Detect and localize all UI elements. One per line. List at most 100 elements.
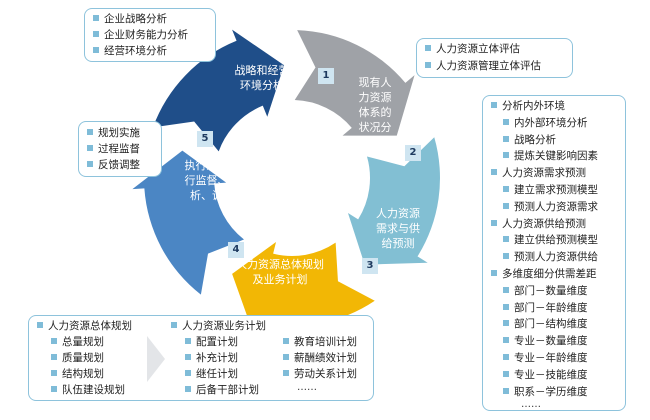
cycle-step-label: 战略和经营 环境分析	[234, 64, 290, 92]
overall-plan-title: 人力资源总体规划	[37, 319, 132, 333]
list-item: 预测人力资源供给	[503, 250, 598, 264]
bullet-icon	[283, 354, 289, 360]
cycle-segment-1	[152, 29, 285, 152]
cycle-step-label: 执行过程进 行监督、分 析、调整	[184, 158, 240, 202]
list-item: 战略分析	[503, 133, 556, 147]
bullet-icon	[185, 338, 191, 344]
list-item: 人力资源管理立体评估	[425, 59, 541, 73]
bullet-icon	[503, 236, 509, 243]
bullet-icon	[491, 219, 497, 226]
forecast-group-title: 分析内外环境	[491, 99, 565, 113]
bullet-icon	[491, 169, 497, 176]
list-item: 预测人力资源需求	[503, 200, 598, 214]
cycle-segment-2	[294, 30, 415, 136]
list-item: 配置计划	[185, 335, 238, 349]
bullet-icon	[503, 186, 509, 192]
step-number-badge: 4	[228, 242, 244, 258]
list-item: 专业－技能维度	[503, 368, 588, 382]
bullet-icon	[491, 102, 497, 108]
bullet-icon	[185, 386, 191, 392]
list-item: 规划实施	[87, 126, 140, 140]
bullet-icon	[503, 135, 509, 142]
cycle-segment-3	[347, 137, 440, 265]
bullet-icon	[51, 354, 57, 360]
forecast-group-title: 多维度细分供需差距	[491, 267, 597, 281]
step-number-badge: 1	[318, 68, 334, 84]
list-item: 建立供给预测模型	[503, 233, 598, 247]
list-item: 专业－数量维度	[503, 334, 588, 348]
list-item: 人力资源立体评估	[425, 42, 520, 56]
bullet-icon	[283, 370, 289, 376]
list-item: 部门－数量维度	[503, 284, 588, 298]
business-plan-title: 人力资源业务计划	[171, 319, 266, 333]
bullet-icon	[491, 270, 497, 276]
bullet-icon	[503, 253, 509, 260]
list-item: 质量规划	[51, 351, 104, 365]
step-number-badge: 2	[405, 145, 421, 161]
arrow-right-icon	[147, 336, 165, 382]
bullet-icon	[425, 45, 431, 51]
forecast-box: 分析内外环境内外部环境分析战略分析提炼关键影响因素人力资源需求预测建立需求预测模…	[482, 95, 626, 411]
bullet-icon	[503, 337, 509, 344]
cycle-step-label: 人力资源总体规划 及业务计划	[236, 258, 324, 286]
list-item: 后备干部计划	[185, 383, 259, 397]
bullet-icon	[283, 338, 289, 344]
list-item: 补充计划	[185, 351, 238, 365]
list-item: 专业－年龄维度	[503, 351, 588, 365]
cycle-step-label: 现有人 力资源 体系的 状况分 析	[358, 75, 392, 149]
list-item: 建立需求预测模型	[503, 183, 598, 197]
bullet-icon	[503, 152, 509, 159]
bullet-icon	[503, 202, 509, 209]
list-item: 继任计划	[185, 367, 238, 381]
list-item: 企业财务能力分析	[93, 28, 188, 42]
step-number-badge: 5	[197, 131, 213, 147]
list-item: 经营环境分析	[93, 44, 167, 58]
list-item: 劳动关系计划	[283, 367, 357, 381]
evaluation-box: 人力资源立体评估 人力资源管理立体评估	[416, 38, 573, 78]
bullet-icon	[503, 118, 509, 125]
list-item: 过程监督	[87, 142, 140, 156]
bullet-icon	[51, 386, 57, 392]
list-item: 结构规划	[51, 367, 104, 381]
bullet-icon	[503, 320, 509, 327]
forecast-ellipsis: ……	[521, 399, 541, 411]
forecast-group-title: 人力资源需求预测	[491, 166, 586, 180]
bullet-icon	[87, 129, 93, 135]
bullet-icon	[425, 62, 431, 68]
bullet-icon	[93, 47, 99, 53]
plan-box: 人力资源总体规划 总量规划 质量规划 结构规划 队伍建设规划 人力资源业务计划 …	[28, 315, 374, 401]
step-number-badge: 3	[362, 258, 378, 274]
bullet-icon	[185, 354, 191, 360]
list-item: 提炼关键影响因素	[503, 149, 598, 163]
bullet-icon	[185, 370, 191, 376]
list-item: 部门－年龄维度	[503, 301, 588, 315]
list-item: 教育培训计划	[283, 335, 357, 349]
execution-box: 规划实施 过程监督 反馈调整	[78, 121, 162, 177]
list-item: 队伍建设规划	[51, 383, 125, 397]
bullet-icon	[51, 370, 57, 376]
bullet-icon	[503, 354, 509, 360]
forecast-group-title: 人力资源供给预测	[491, 217, 586, 231]
list-item: 企业战略分析	[93, 12, 167, 26]
cycle-step-label: 人力资源 需求与供 给预测	[376, 206, 420, 250]
bullet-icon	[503, 370, 509, 377]
list-item: 反馈调整	[87, 158, 140, 172]
cycle-segment-4	[232, 242, 375, 334]
list-item: 薪酬绩效计划	[283, 351, 357, 365]
bullet-icon	[503, 387, 509, 394]
bullet-icon	[37, 322, 43, 328]
bullet-icon	[51, 338, 57, 344]
bullet-icon	[87, 145, 93, 151]
bullet-icon	[93, 31, 99, 37]
list-item: 总量规划	[51, 335, 104, 349]
plan-ellipsis: ……	[297, 382, 317, 393]
list-item: 内外部环境分析	[503, 116, 588, 130]
cycle-segment-5	[132, 150, 244, 295]
list-item: 职系－学历维度	[503, 385, 588, 399]
list-item: 部门－结构维度	[503, 317, 588, 331]
strategy-analysis-box: 企业战略分析 企业财务能力分析 经营环境分析	[84, 8, 216, 62]
bullet-icon	[93, 15, 99, 21]
bullet-icon	[503, 286, 509, 293]
bullet-icon	[87, 161, 93, 167]
